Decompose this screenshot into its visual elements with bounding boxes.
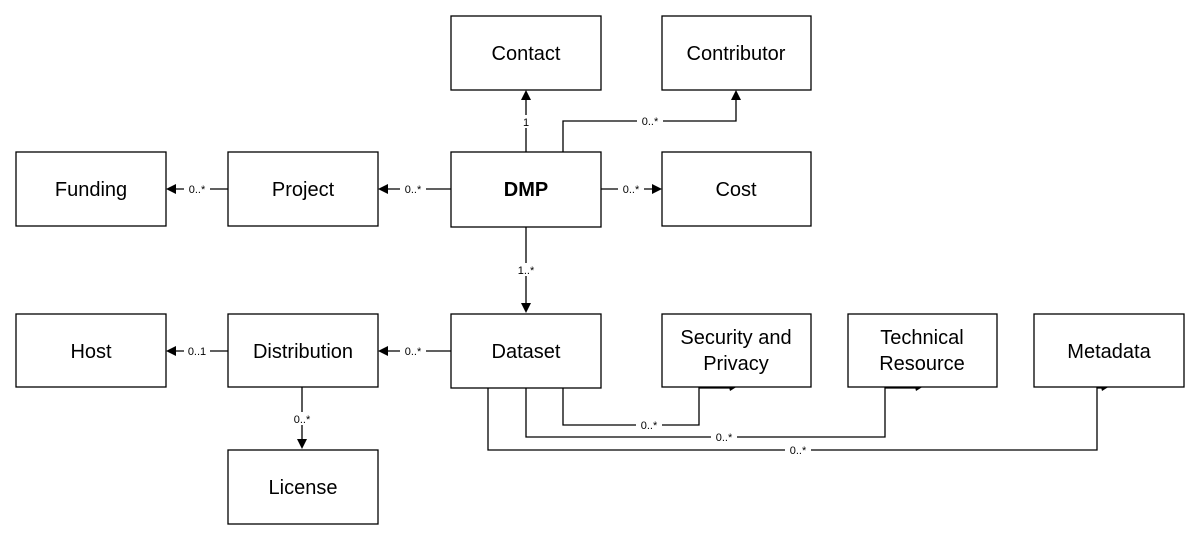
arrowhead (731, 90, 741, 100)
node-label-line-1: Technical (880, 327, 963, 349)
node-label-line-2: Privacy (703, 353, 769, 375)
node-project[interactable]: Project (227, 151, 379, 227)
node-host[interactable]: Host (15, 313, 167, 388)
arrowhead (297, 439, 307, 449)
arrowhead (166, 184, 176, 194)
arrowhead (378, 346, 388, 356)
node-distribution[interactable]: Distribution (227, 313, 379, 388)
node-label-line-2: Resource (879, 353, 965, 375)
arrowhead (521, 303, 531, 313)
node-label: DMP (504, 179, 548, 201)
node-license[interactable]: License (227, 449, 379, 525)
node-label: Host (70, 341, 112, 363)
edge-label-dataset-security: 0..* (641, 420, 658, 432)
node-label: Project (272, 179, 335, 201)
edge-dataset-metadata: 0..* (487, 383, 1110, 457)
node-security-and-privacy[interactable]: Security and Privacy (661, 313, 812, 388)
edge-label-distribution-license: 0..* (294, 414, 311, 426)
node-label: Dataset (492, 341, 561, 363)
node-label: Distribution (253, 341, 353, 363)
edge-dmp-dataset: 1..* (513, 227, 539, 313)
edge-label-dmp-contributor: 0..* (642, 116, 659, 128)
arrowhead (652, 184, 662, 194)
arrowhead (166, 346, 176, 356)
arrowhead (378, 184, 388, 194)
node-label: Contact (492, 43, 561, 65)
node-technical-resource[interactable]: Technical Resource (847, 313, 998, 388)
edge-dataset-distribution: 0..* (378, 344, 451, 358)
node-contact[interactable]: Contact (450, 15, 602, 91)
edge-label-dmp-project: 0..* (405, 184, 422, 196)
edge-label-dmp-cost: 0..* (623, 184, 640, 196)
node-dmp[interactable]: DMP (450, 151, 602, 228)
node-contributor[interactable]: Contributor (661, 15, 812, 91)
edge-dataset-security: 0..* (562, 383, 738, 432)
edge-label-dataset-metadata: 0..* (790, 445, 807, 457)
edge-label-dataset-technical: 0..* (716, 432, 733, 444)
arrowhead (521, 90, 531, 100)
edge-label-dmp-dataset: 1..* (518, 265, 535, 277)
edge-dmp-project: 0..* (378, 182, 451, 196)
node-label: Cost (715, 179, 757, 201)
edge-dmp-contributor: 0..* (562, 90, 741, 152)
node-dataset[interactable]: Dataset (450, 313, 602, 389)
edge-label-dataset-distribution: 0..* (405, 346, 422, 358)
edge-project-funding: 0..* (166, 182, 228, 196)
node-funding[interactable]: Funding (15, 151, 167, 227)
node-cost[interactable]: Cost (661, 151, 812, 227)
edge-dmp-contact: 1 (520, 90, 532, 152)
edge-dataset-technical: 0..* (525, 383, 924, 444)
edge-label-dmp-contact: 1 (523, 117, 529, 129)
node-metadata[interactable]: Metadata (1033, 313, 1185, 388)
node-label: Metadata (1067, 341, 1151, 363)
node-label: Funding (55, 179, 127, 201)
node-label: License (269, 477, 338, 499)
edge-label-distribution-host: 0..1 (188, 346, 206, 358)
edge-distribution-host: 0..1 (166, 344, 228, 358)
edge-distribution-license: 0..* (289, 387, 315, 449)
node-label: Contributor (687, 43, 786, 65)
edge-label-project-funding: 0..* (189, 184, 206, 196)
node-label-line-1: Security and (680, 327, 791, 349)
edge-dmp-cost: 0..* (601, 182, 662, 196)
